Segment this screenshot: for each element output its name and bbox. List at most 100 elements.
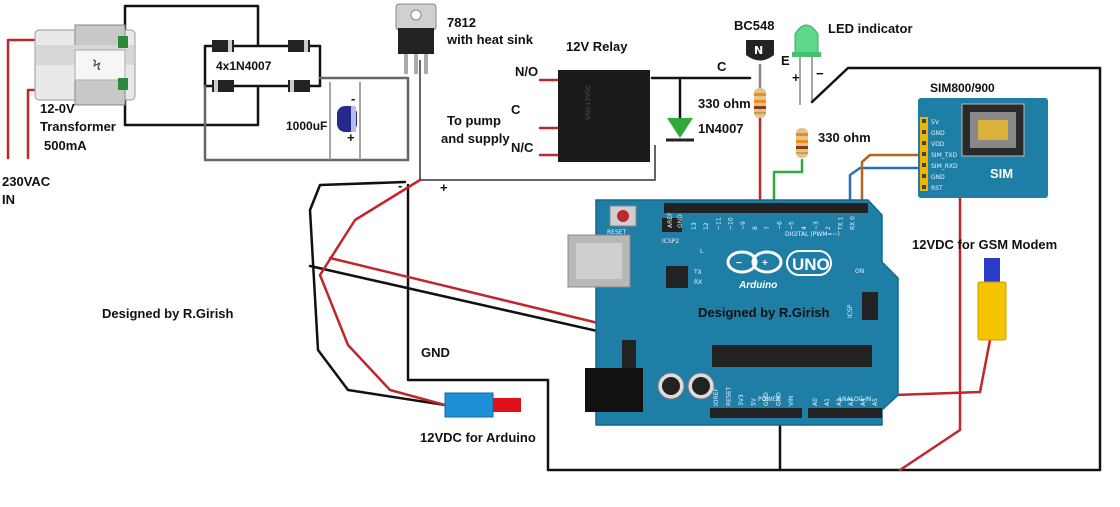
digital-pin-label: ~5 (789, 221, 796, 230)
capacitor-label: 1000uF (286, 119, 327, 133)
arduino-power-jack (444, 392, 521, 418)
analog-pin-label: A3 (848, 398, 855, 406)
gsm-supply-label: 12VDC for GSM Modem (912, 237, 1057, 252)
aref-label: AREF (667, 212, 674, 228)
svg-text:N: N (754, 44, 763, 57)
sim-pin-hole (922, 119, 926, 123)
analog-label: ANALOG IN (838, 396, 871, 403)
analog-pin-label: A4 (860, 398, 867, 406)
icsp2-label: ICSP2 (662, 238, 679, 245)
transformer-glyph-icon: Ϟ (92, 58, 101, 74)
cap-plus: + (347, 130, 355, 145)
transistor-body (746, 40, 774, 61)
gnd-label: GND (421, 345, 450, 360)
terminal-icon (118, 78, 128, 90)
sim-pin-label: GND (931, 130, 945, 137)
l-label: L (700, 248, 704, 255)
plus-to-arduino-jack (318, 178, 447, 407)
power-pin-label: GND (763, 392, 770, 406)
icsp-header (862, 292, 878, 320)
jack-body-yellow (977, 281, 1007, 341)
regulator-body (398, 28, 434, 54)
jack-plug-icon (493, 398, 521, 412)
power-pin-label: IOREF (713, 388, 720, 406)
sim-pin-hole (922, 174, 926, 178)
digital-pin-label: RX 0 (850, 216, 857, 230)
arduino-model: UNO (792, 255, 830, 274)
gnd-top-label: GND (677, 214, 684, 228)
sim-pin-label: SIM_RXD (931, 163, 958, 170)
mains-wire-2 (26, 88, 37, 160)
capacitor (337, 106, 357, 132)
power-header (710, 408, 802, 418)
led-leads (799, 55, 813, 105)
power-label: POWER (758, 396, 780, 403)
gnd-to-arduino-jack (308, 180, 447, 407)
regulator-label: 7812 (447, 15, 476, 30)
svg-text:SRD-12VDC: SRD-12VDC (585, 85, 592, 120)
analog-pin-label: A2 (836, 398, 843, 406)
jack-plug-icon (984, 258, 1000, 284)
arduino-uno-board: RESET − + UNO Arduino DIGITAL (PWM=~) PO… (567, 199, 899, 426)
board-outline (595, 199, 899, 426)
power-pin-label: GND (776, 392, 783, 406)
sim-pin-hole (922, 141, 926, 145)
led-plus: + (792, 70, 800, 85)
power-pin-label: 3V3 (738, 394, 745, 406)
power-pin-labels: IOREF RESET 3V3 5V GND GND VIN (713, 386, 795, 406)
svg-text:+: + (762, 258, 768, 269)
diode-icon (667, 118, 693, 138)
sim-gnd-wire (898, 178, 962, 472)
led-to-pin8 (772, 158, 804, 212)
digital-pin-label: ~9 (740, 221, 747, 230)
sim-module-label: SIM800/900 (930, 81, 995, 95)
pump-label-2: and supply (441, 131, 510, 146)
wire-tx (848, 166, 920, 212)
resistor-1-label: 330 ohm (698, 96, 751, 111)
analog-header (808, 408, 882, 418)
digital-pin-label: ~11 (715, 217, 722, 230)
resistor-2 (796, 128, 808, 158)
sim-pin-hole (922, 130, 926, 134)
mains-wire-1 (6, 38, 37, 160)
flyback-diode (666, 118, 694, 142)
regulator-chip (622, 340, 636, 368)
digital-header (664, 203, 868, 213)
sim-pin-label: SIM_TXD (931, 152, 958, 159)
diode-label: 1N4007 (698, 121, 744, 136)
sim-pin-label: RST (931, 185, 943, 192)
analog-pin-label: A1 (824, 398, 831, 406)
wire-rx (860, 153, 920, 212)
digital-pin-label: ~10 (728, 217, 735, 230)
power-pin-label: 5V (751, 397, 758, 406)
relay-no: N/O (515, 64, 538, 79)
relay-body (558, 70, 650, 162)
svg-text:−: − (736, 258, 742, 269)
sim-card-label: SIM (990, 166, 1013, 181)
resistor-2-label: 330 ohm (818, 130, 871, 145)
arduino-brand: Arduino (738, 280, 777, 291)
resistor-1 (754, 88, 766, 118)
heat-sink-label: with heat sink (446, 32, 534, 47)
digital-pin-label: 12 (703, 222, 710, 230)
led-icon (794, 24, 819, 56)
arduino-supply-label: 12VDC for Arduino (420, 430, 536, 445)
jack-body-blue (444, 392, 494, 418)
analog-pin-label: A0 (812, 398, 819, 406)
sim-pin-hole (922, 163, 926, 167)
mains-in: IN (2, 192, 15, 207)
gsm-power-jack (977, 258, 1007, 341)
power-pin-label: VIN (788, 396, 795, 406)
board-credit: Designed by R.Girish (698, 305, 830, 320)
on-label: ON (855, 268, 864, 275)
regulator-7812 (395, 3, 437, 74)
sim-chip-icon (978, 120, 1008, 140)
mains-voltage: 230VAC (2, 174, 51, 189)
power-pin-label: RESET (726, 386, 733, 406)
terminal-icon (118, 36, 128, 48)
digital-pin-label: TX 1 (837, 216, 844, 231)
